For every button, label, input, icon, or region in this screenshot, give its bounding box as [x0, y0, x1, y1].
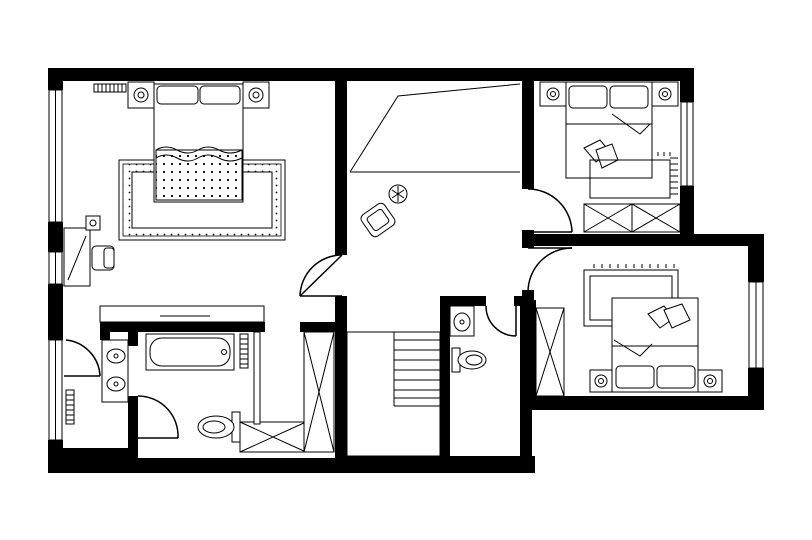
- interior-walls: [60, 81, 764, 466]
- master-wardrobe: [99, 305, 265, 323]
- bath-radiator-icon: [239, 333, 249, 369]
- master-bed: [127, 81, 270, 203]
- bedroom-se-bed: [589, 297, 723, 393]
- bathtub: [145, 333, 235, 371]
- exterior-walls: [48, 68, 764, 473]
- bath-toilet: [197, 411, 241, 443]
- doors: [64, 188, 573, 439]
- bath-shower: [239, 421, 307, 453]
- vanity-radiator-icon: [65, 389, 75, 425]
- plant-icon: [388, 184, 408, 204]
- staircase: [346, 331, 441, 457]
- desk-chair: [91, 245, 115, 271]
- toilet-wc: [451, 347, 487, 373]
- bedroom-ne-rug: [589, 152, 678, 199]
- toilet-washbasin: [449, 305, 475, 337]
- desk: [63, 215, 101, 287]
- stair-void: [349, 83, 521, 173]
- bedroom-se-wardrobe: [535, 307, 565, 397]
- bedroom-ne-wardrobe: [583, 203, 681, 233]
- double-vanity: [101, 339, 129, 403]
- hall-armchair: [360, 202, 396, 238]
- bath-partition: [253, 331, 261, 425]
- windows: [48, 89, 764, 441]
- radiator-icon: [93, 83, 127, 93]
- bath-cabinet: [303, 331, 335, 453]
- bedroom-ne-bed: [539, 81, 679, 179]
